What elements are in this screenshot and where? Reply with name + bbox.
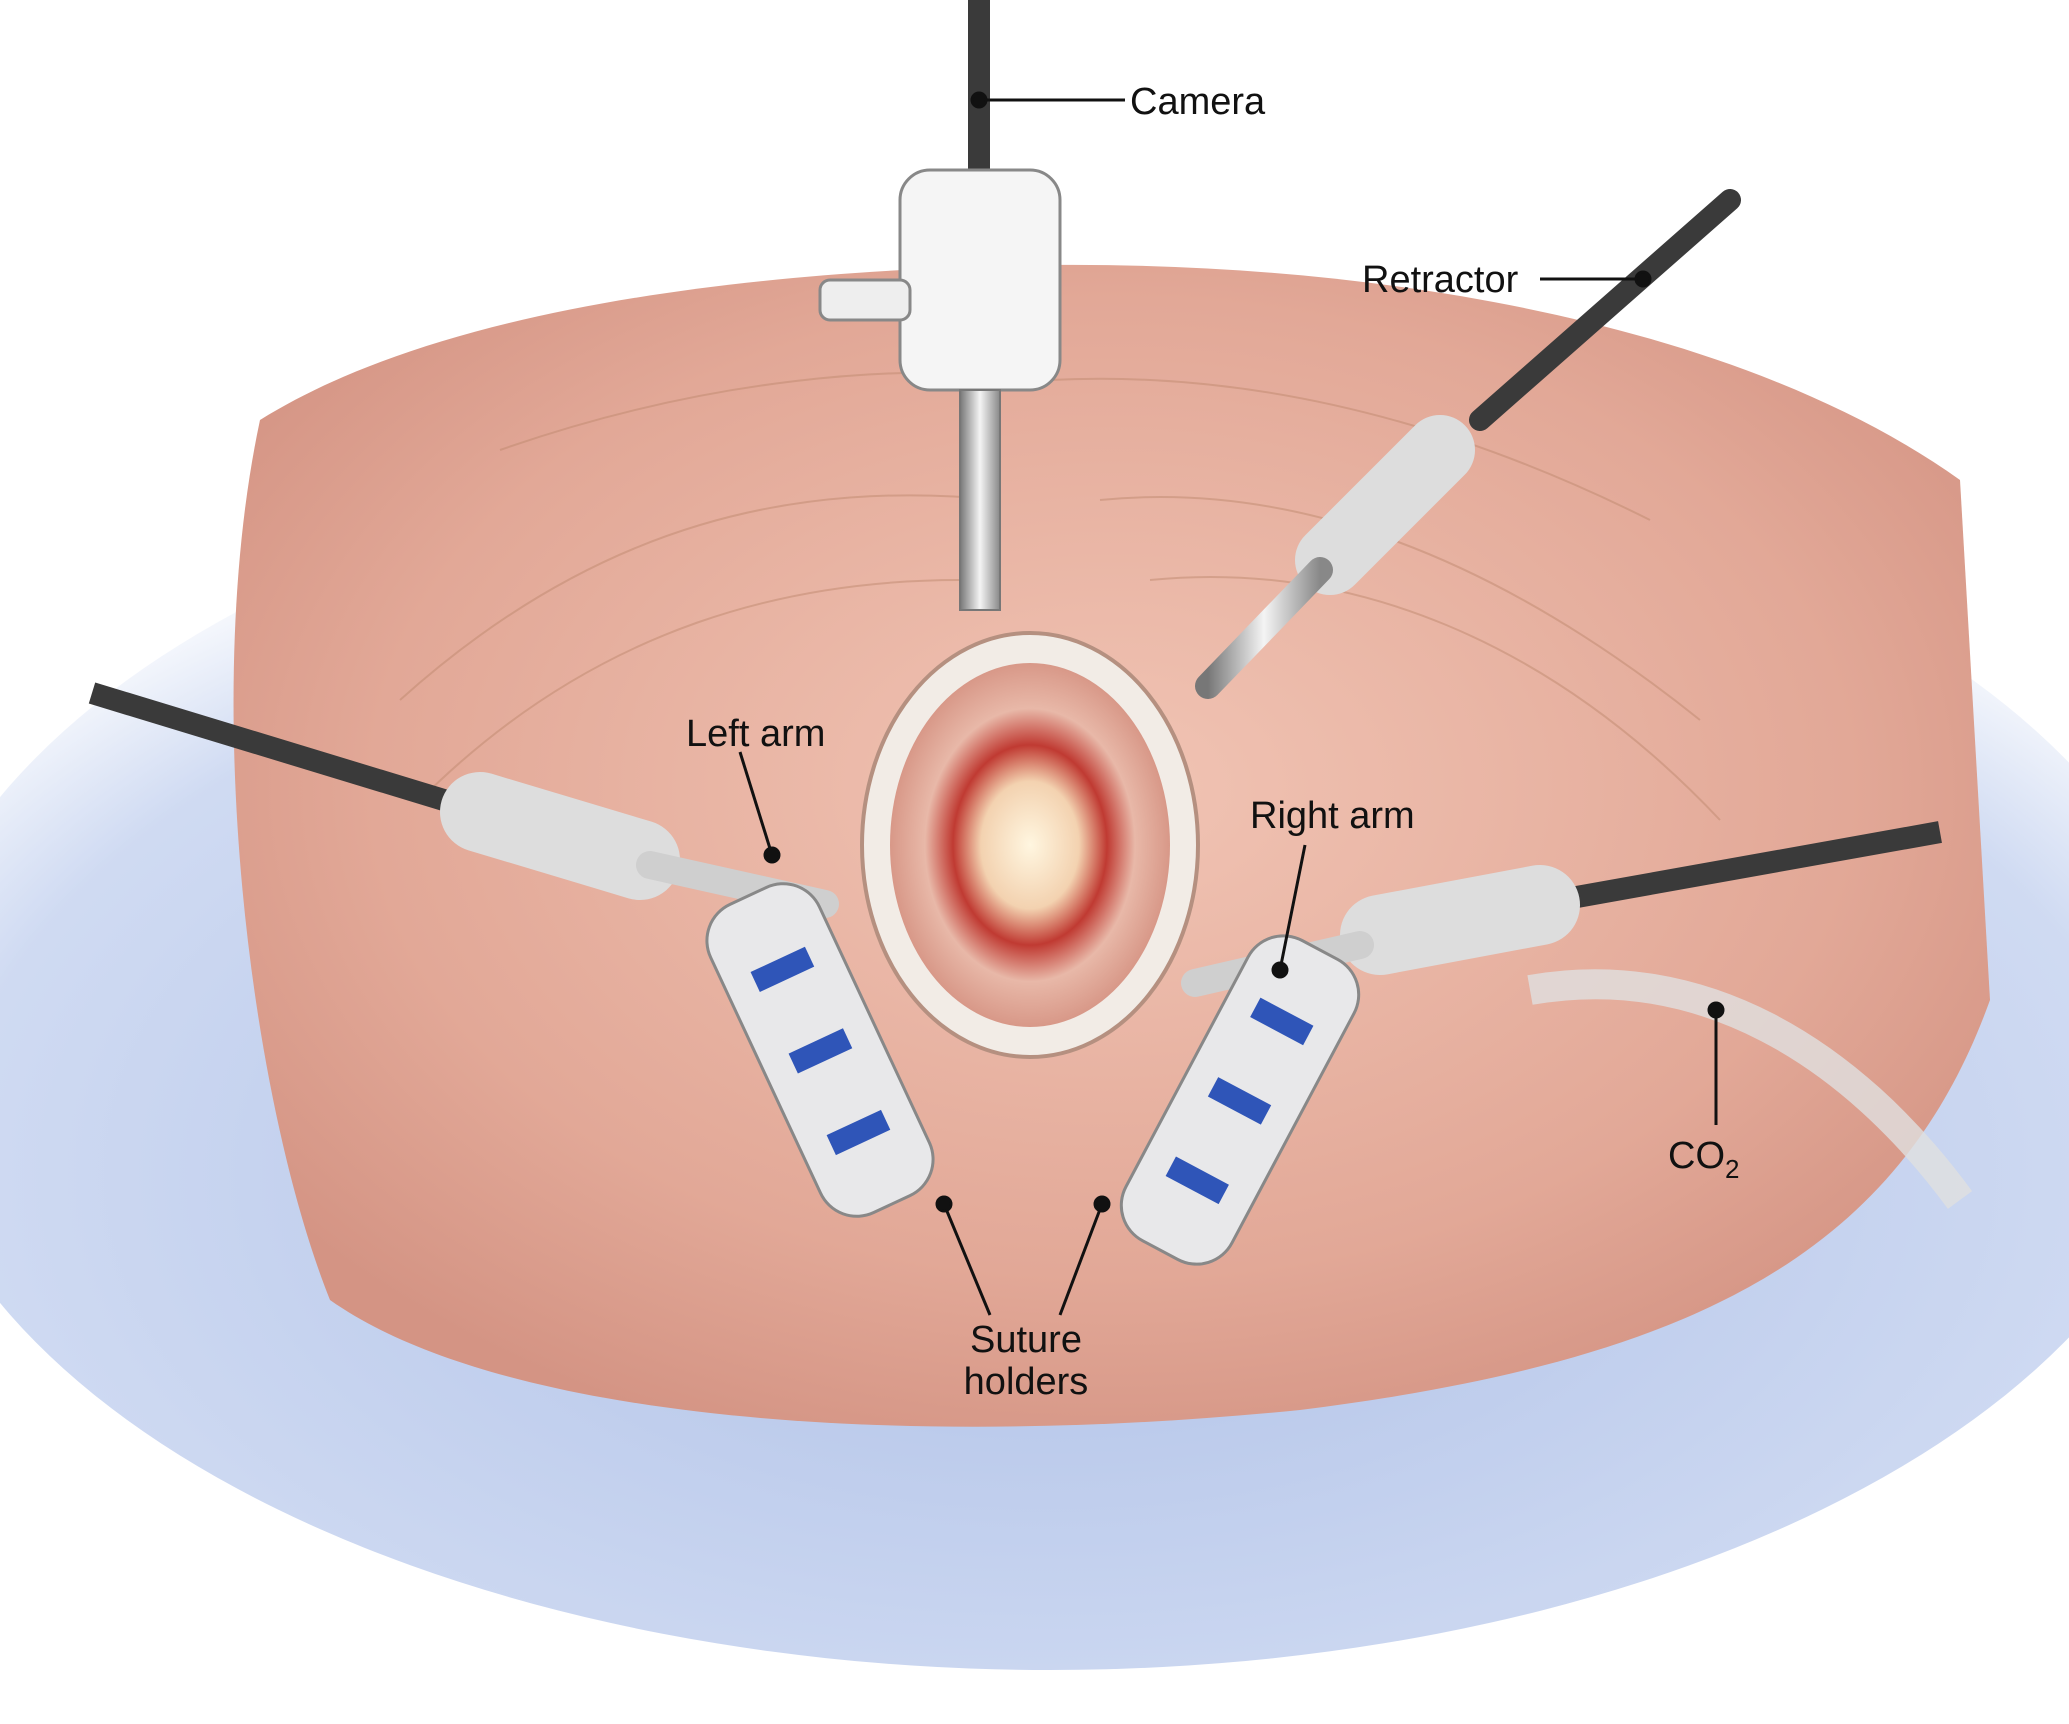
access-port-opening <box>890 663 1170 1027</box>
co2-tube <box>1527 969 1973 1209</box>
leader-lines <box>738 91 1725 1316</box>
label-co2-subscript: 2 <box>1725 1154 1739 1184</box>
label-suture-line1: Suture <box>970 1319 1082 1361</box>
label-right-arm: Right arm <box>1250 795 1415 837</box>
label-left-arm: Left arm <box>686 713 825 755</box>
retractor-instrument <box>1195 189 1741 699</box>
label-co2-main: CO <box>1668 1135 1725 1177</box>
suture-holder-left <box>705 882 935 1218</box>
label-retractor: Retractor <box>1362 259 1519 301</box>
label-camera: Camera <box>1130 81 1266 123</box>
label-suture-line2: holders <box>964 1361 1089 1403</box>
label-co2: CO2 <box>1668 1135 1739 1184</box>
camera-instrument <box>818 0 1062 611</box>
suture-holder-right <box>1119 934 1361 1266</box>
